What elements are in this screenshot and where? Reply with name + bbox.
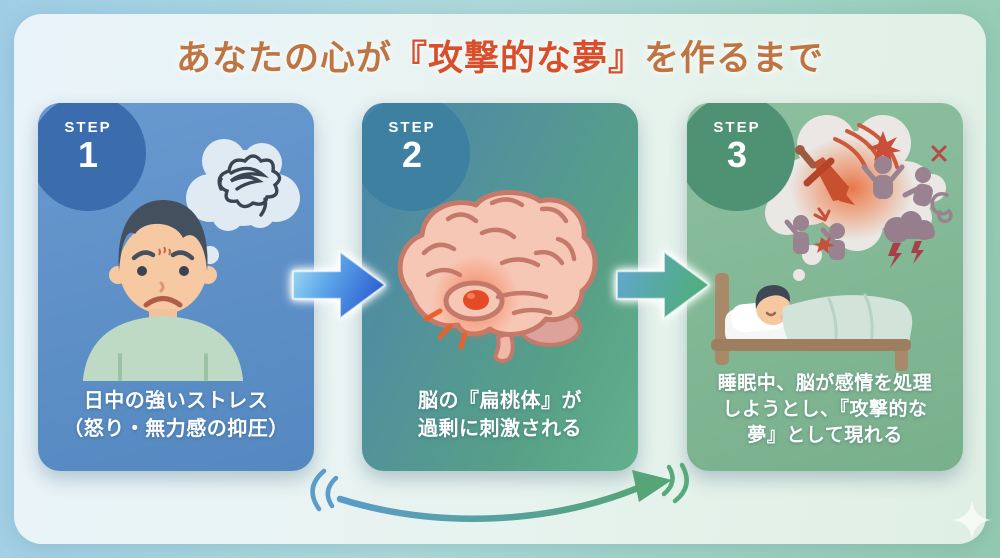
emphasis-marks-icon bbox=[423, 308, 468, 350]
title-prefix: あなたの心が bbox=[175, 39, 392, 78]
step3-caption: 睡眠中、脳が感情を処理 しようとし、『攻撃的な 夢』として現れる bbox=[717, 373, 933, 447]
page-title: あなたの心が『攻撃的な夢』を作るまで bbox=[0, 30, 1000, 81]
storm-cloud-icon bbox=[884, 211, 935, 268]
tangled-scribble-icon bbox=[217, 154, 282, 217]
brain-illustration bbox=[397, 189, 598, 364]
arrow-step2-to-step3-icon bbox=[615, 250, 711, 320]
brain-folds bbox=[421, 197, 577, 316]
angry-figure-icon bbox=[902, 145, 947, 207]
arrow-step1-to-step2-icon bbox=[291, 250, 387, 320]
anger-mark-icon bbox=[931, 145, 947, 162]
title-suffix: を作るまで bbox=[644, 39, 825, 78]
sparkle-icon bbox=[952, 500, 992, 540]
shouting-figure-icon bbox=[861, 131, 905, 199]
step2-card: STEP 2 脳の『扁桃体』が 過剰に刺激される bbox=[362, 103, 638, 471]
sleeping-dream-illustration bbox=[711, 115, 953, 371]
sword-icon bbox=[795, 145, 855, 205]
lightning-bolt-icon bbox=[888, 243, 902, 268]
lightning-bolt-icon bbox=[911, 241, 924, 264]
worried-person-icon bbox=[83, 200, 243, 381]
step1-badge-number: 1 bbox=[77, 134, 99, 175]
step2-badge: STEP 2 bbox=[362, 103, 470, 211]
step1-badge: STEP 1 bbox=[38, 103, 146, 211]
curved-flow-arrow-icon bbox=[310, 462, 689, 522]
worried-person-illustration bbox=[83, 139, 300, 381]
swirl-icon bbox=[930, 191, 953, 224]
step3-badge: STEP 3 bbox=[687, 103, 795, 211]
step1-badge-label: STEP bbox=[64, 119, 112, 136]
step2-caption: 脳の『扁桃体』が 過剰に刺激される bbox=[418, 390, 582, 440]
fighting-figures-icon bbox=[784, 207, 845, 260]
brain-icon bbox=[397, 189, 598, 364]
amygdala-icon bbox=[463, 290, 489, 310]
step2-badge-number: 2 bbox=[401, 134, 423, 175]
title-highlight: 『攻撃的な夢』 bbox=[391, 39, 644, 78]
step3-badge-label: STEP bbox=[713, 119, 761, 136]
step3-badge-number: 3 bbox=[726, 134, 748, 175]
step2-badge-label: STEP bbox=[388, 119, 436, 136]
step1-caption: 日中の強いストレス （怒り・無力感の抑圧） bbox=[63, 390, 289, 440]
step3-card: STEP 3 睡眠中、脳が感情を処理 しようとし、『攻撃的な 夢』として現れる bbox=[687, 103, 963, 471]
sleeping-person-in-bed-icon bbox=[711, 273, 913, 371]
step1-card: STEP 1 日中の強いストレス （怒り・無力感の抑圧） bbox=[38, 103, 314, 471]
